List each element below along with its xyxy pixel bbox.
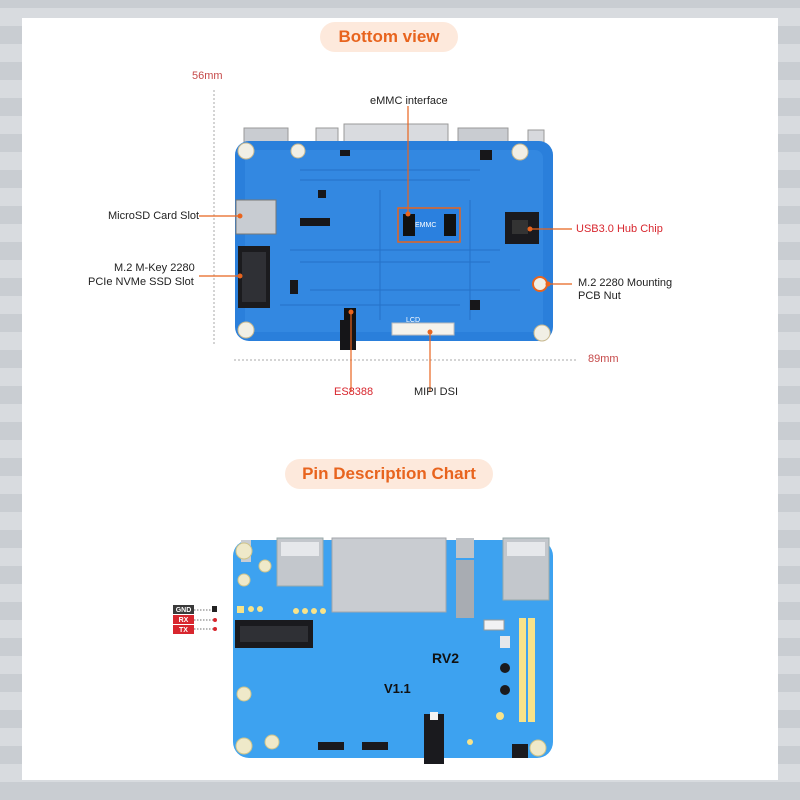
m2-label-line1: M.2 M-Key 2280 [114, 262, 195, 274]
microsd-label: MicroSD Card Slot [108, 210, 200, 222]
height-dimension: 56mm [192, 70, 223, 82]
board-emmc-text: EMMC [415, 222, 437, 229]
board-version-label: V1.1 [384, 681, 411, 696]
board-lcd-text: LCD [406, 317, 421, 324]
m2-label-line2: PCIe NVMe SSD Slot [88, 276, 194, 288]
pin-rx-label: RX [178, 617, 189, 624]
mipi-dsi-label: MIPI DSI [414, 386, 459, 398]
pin-gnd-label: GND [175, 607, 192, 614]
width-dimension: 89mm [588, 353, 619, 365]
mount-label-line1: M.2 2280 Mounting [578, 277, 673, 289]
es8388-label: ES8388 [334, 386, 374, 398]
pin-description-title: Pin Description Chart [285, 459, 493, 489]
pin-tx-label: TX [179, 627, 188, 634]
mount-label-line2: PCB Nut [578, 290, 621, 302]
emmc-label: eMMC interface [370, 95, 448, 107]
board-model-label: RV2 [432, 650, 459, 666]
usb-hub-label: USB3.0 Hub Chip [576, 223, 663, 235]
bottom-view-title: Bottom view [320, 22, 458, 52]
